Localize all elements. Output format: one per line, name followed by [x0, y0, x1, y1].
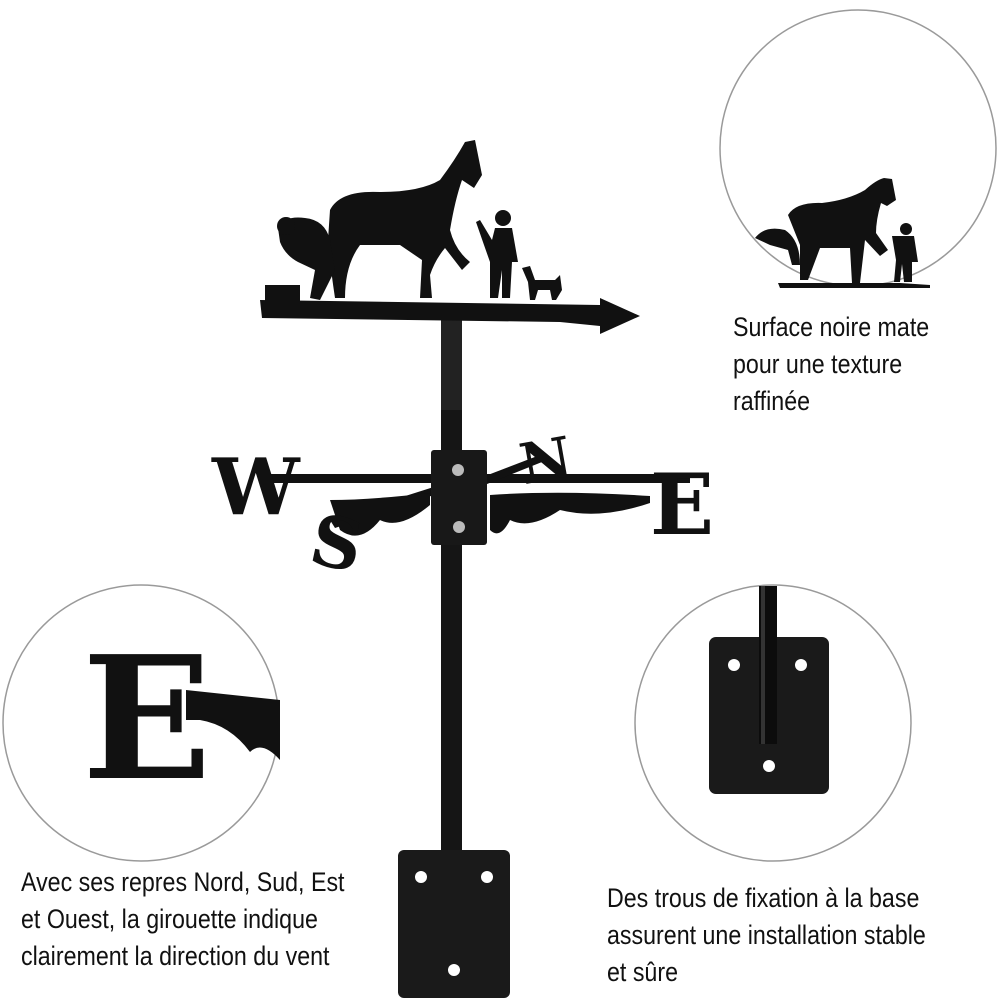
compass-letter-north: N	[515, 424, 577, 498]
caption-line: clairement la direction du vent	[21, 941, 330, 971]
caption-line: assurent une installation stable	[607, 920, 926, 950]
compass-letter-south: S	[303, 497, 370, 589]
caption-line: Avec ses repres Nord, Sud, Est	[21, 867, 345, 897]
caption-line: raffinée	[733, 386, 811, 416]
caption-line: Des trous de fixation à la base	[607, 883, 920, 913]
hub-bracket	[431, 450, 487, 545]
base-plate	[398, 850, 510, 998]
caption-line: Surface noire mate	[733, 312, 930, 342]
detail-circle-east-letter: E	[2, 584, 280, 862]
caption-line: et Ouest, la girouette indique	[21, 904, 318, 934]
detail-circle-finish	[719, 9, 997, 288]
caption-mounting: Des trous de fixation à la base assurent…	[607, 880, 926, 991]
detail-circle-base-plate	[634, 584, 912, 862]
caption-directions: Avec ses repres Nord, Sud, Est et Ouest,…	[21, 864, 345, 975]
compass-letter-west: W	[211, 442, 301, 533]
caption-finish: Surface noire mate pour une texture raff…	[733, 309, 929, 420]
caption-line: et sûre	[607, 957, 678, 987]
vane-silhouette	[260, 140, 640, 334]
caption-line: pour une texture	[733, 349, 903, 379]
compass-letter-east: E	[650, 455, 714, 554]
